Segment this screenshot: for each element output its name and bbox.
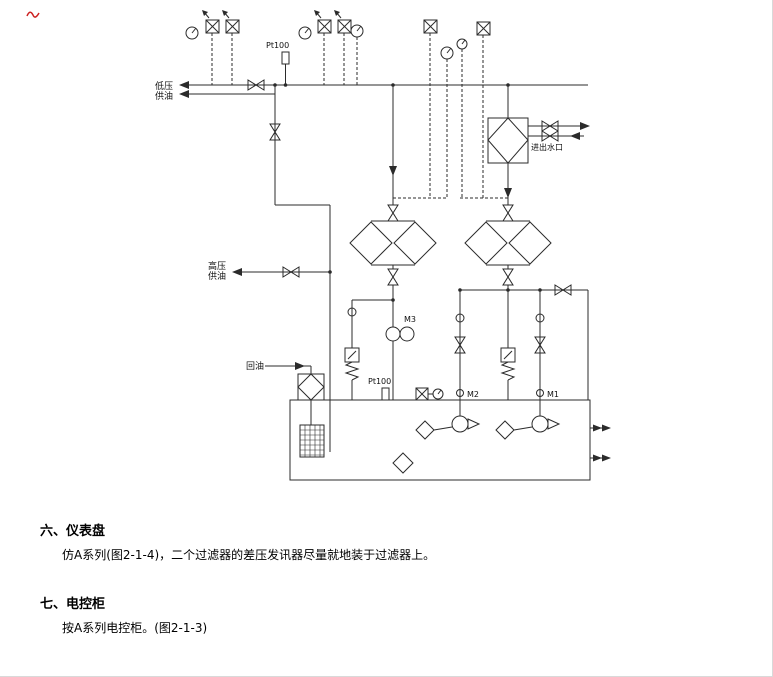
left-riser (269, 85, 331, 452)
pump-m2-label: M2 (467, 390, 479, 399)
check-valve-icon (347, 307, 357, 317)
filter-element-icon (508, 221, 552, 265)
check-valve-icon (455, 313, 465, 323)
low-pressure-label-line1: 低压 (155, 80, 173, 92)
instrument-cluster-right (392, 19, 509, 204)
pump-icon (385, 326, 401, 342)
spring-icon (344, 361, 360, 381)
return-oil-line: 回油 (246, 360, 325, 425)
main-supply-manifold (189, 79, 588, 95)
water-valve-icon (541, 120, 559, 132)
low-pressure-label-line2: 供油 (155, 90, 173, 102)
pump-m2: M2 (415, 390, 481, 440)
pressure-gauge-icon (185, 26, 199, 40)
flow-arrow-left (179, 90, 189, 98)
high-pressure-label-line1: 高压 (208, 260, 226, 272)
flow-arrow-left (570, 132, 580, 140)
pt100-top-label: Pt100 (266, 41, 289, 50)
high-pressure-label-line2: 供油 (208, 270, 226, 282)
section-instrument-panel: 六、仪表盘 仿A系列(图2-1-4)，二个过滤器的差压发讯器尽量就地装于过滤器上… (40, 520, 740, 563)
check-valve-icon (535, 313, 545, 323)
gate-valve-icon (269, 123, 281, 141)
gate-valve-icon (554, 284, 572, 296)
filter-element-icon (349, 221, 393, 265)
filter-element-icon (393, 221, 437, 265)
pump-m3-label: M3 (404, 315, 416, 324)
gauge-tap-icon (456, 389, 464, 397)
pump-m1-label: M1 (547, 390, 559, 399)
section-electric-cabinet: 七、电控柜 按A系列电控柜。(图2-1-3) (40, 593, 740, 636)
gate-valve-icon (387, 204, 399, 222)
pt100-bottom-label: Pt100 (368, 377, 391, 386)
spring-icon (500, 361, 516, 381)
junction-dots (273, 83, 542, 302)
duplex-filter-left (349, 204, 437, 327)
instrument-cluster-left (185, 10, 240, 85)
drain-arrow-icon (593, 454, 602, 462)
pump-m1: M1 (495, 390, 561, 440)
pressure-gauge-icon (432, 388, 444, 400)
pt100-sensor-top: Pt100 (266, 41, 290, 85)
document-text: 六、仪表盘 仿A系列(图2-1-4)，二个过滤器的差压发讯器尽量就地装于过滤器上… (40, 520, 740, 636)
breather-icon (392, 452, 414, 474)
suction-strainer-icon (495, 420, 515, 440)
riser-pump-m1 (534, 290, 546, 416)
heat-exchanger (487, 117, 529, 205)
pressure-gauge-icon (298, 26, 312, 40)
suction-strainer-icon (415, 420, 435, 440)
gate-valve-icon (502, 268, 514, 286)
pump-feed-header (460, 284, 589, 400)
tank-top-gauge (415, 387, 444, 401)
gate-valve-icon (454, 336, 466, 354)
gate-valve-icon (534, 336, 546, 354)
flow-arrow-left (232, 268, 242, 276)
riser-pump-m2 (454, 290, 466, 416)
duplex-filter-right (464, 204, 552, 290)
flow-arrow-down (504, 188, 512, 198)
high-pressure-supply-line: 高压 供油 (208, 260, 330, 282)
flow-arrow-right (580, 122, 590, 130)
coupling-icon (467, 418, 481, 430)
gate-valve-icon (502, 204, 514, 222)
water-valve-icon (541, 130, 559, 142)
relief-valve-center (500, 290, 516, 400)
low-pressure-supply-label: 低压 供油 (155, 80, 189, 102)
cooling-water-lines: 进出水口 (528, 120, 590, 152)
flow-arrow-right (295, 362, 305, 370)
water-port-label: 进出水口 (531, 142, 563, 152)
strainer-box-icon (299, 424, 325, 458)
drain-arrow-icon (593, 424, 602, 432)
lubrication-system-piping-diagram: 低压 供油 高压 供油 回油 (26, 10, 611, 481)
instrument-cluster-middle (298, 10, 364, 85)
flow-arrow-down (389, 166, 397, 176)
filter-feed-left (389, 85, 397, 205)
section-body: 按A系列电控柜。(图2-1-3) (62, 621, 208, 635)
gate-valve-icon (247, 79, 265, 91)
relief-valve-left (344, 299, 393, 400)
pump-m3: M3 (385, 315, 416, 400)
filter-element-icon (464, 221, 508, 265)
return-filter-icon (297, 373, 325, 401)
drain-arrow-icon (602, 454, 611, 462)
gate-valve-icon (387, 268, 399, 286)
coupling-icon (547, 418, 561, 430)
pump-icon (451, 415, 469, 433)
motor-icon (399, 326, 415, 342)
gauge-tap-icon (536, 389, 544, 397)
section-heading: 六、仪表盘 (40, 524, 106, 539)
pt100-sensor-bottom: Pt100 (368, 377, 391, 401)
gate-valve-icon (282, 266, 300, 278)
section-body: 仿A系列(图2-1-4)，二个过滤器的差压发讯器尽量就地装于过滤器上。 (62, 548, 436, 562)
flow-arrow-left (179, 81, 189, 89)
section-heading: 七、电控柜 (40, 597, 106, 612)
oil-tank (289, 399, 611, 481)
drain-arrow-icon (602, 424, 611, 432)
red-pen-mark-icon (26, 11, 40, 18)
return-oil-label: 回油 (246, 360, 264, 372)
pump-icon (531, 415, 549, 433)
